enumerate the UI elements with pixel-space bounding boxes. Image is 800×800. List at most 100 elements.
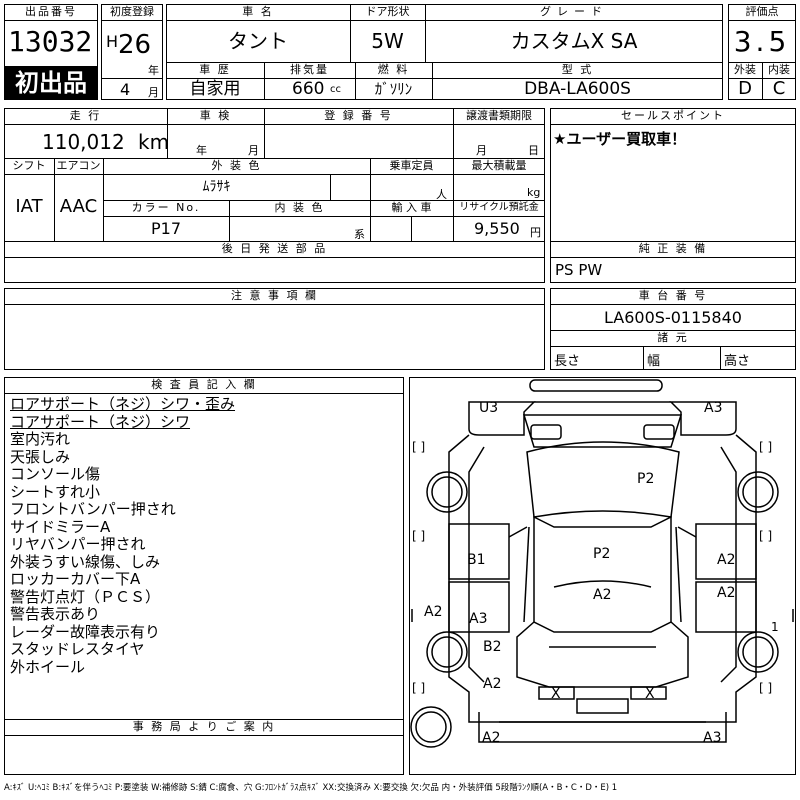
chassis-label: 車 台 番 号: [638, 289, 708, 302]
history-label: 車 歴: [199, 63, 231, 76]
model-code: DBA-LA600S: [524, 79, 631, 99]
first-listing-badge: 初出品: [4, 66, 98, 100]
chassis-number: LA600S-0115840: [604, 308, 742, 327]
load-unit: kg: [527, 186, 541, 199]
inspector-note: 天張しみ: [10, 447, 71, 466]
equipment: PS PW: [555, 261, 603, 279]
ac-label: エアコン: [56, 159, 101, 172]
inspection-year-unit: 年: [196, 144, 207, 157]
score: 3.5: [733, 25, 791, 58]
dimensions-label: 諸 元: [657, 331, 689, 344]
mark-b1: B1: [467, 552, 486, 568]
mark-a2-rmid: A2: [717, 585, 736, 601]
transfer-label: 譲渡書類期限: [466, 109, 532, 122]
reg-era: H: [106, 32, 119, 51]
vehicle-detail-box: [4, 108, 545, 283]
sales-point-box: [550, 108, 796, 283]
mark-bracket-right: [ ]: [759, 440, 773, 454]
import-label: 輸 入 車: [391, 201, 432, 214]
mark-bracket-bot-left: [ ]: [412, 681, 426, 695]
grade-label: グレード: [540, 5, 608, 18]
mark-u3: U3: [479, 400, 499, 416]
mark-b2: B2: [483, 639, 502, 655]
mileage: 110,012: [42, 130, 125, 154]
damage-diagram: U3 A3 P2 [ ] [ ] B1 P2 A2 [ ] [ ] A2 A2 …: [409, 377, 796, 775]
int-grade: C: [772, 78, 786, 99]
inspector-note: フロントバンパー押され: [10, 500, 176, 518]
inspector-notes: ロアサポート（ネジ）シワ・歪みコアサポート（ネジ）シワ室内汚れ天張しみコンソール…: [10, 396, 400, 716]
height-label: 高さ: [724, 354, 751, 369]
mark-one: 1: [771, 620, 779, 634]
history: 自家用: [189, 79, 241, 99]
mark-x-right: X: [645, 686, 655, 702]
color: ﾑﾗｻｷ: [202, 179, 231, 195]
reg-month: 4: [120, 80, 131, 99]
length-label: 長さ: [554, 354, 581, 369]
capacity-unit: 人: [436, 188, 447, 201]
mark-a2-bl: A2: [482, 730, 501, 746]
recycle-unit: 円: [530, 226, 541, 239]
interior-color-unit: 系: [354, 228, 365, 241]
inspector-box: [4, 377, 404, 775]
later-parts-label: 後 日 発 送 部 品: [221, 242, 328, 255]
mark-a3-top: A3: [704, 400, 723, 416]
inspector-note: コンソール傷: [10, 465, 101, 483]
sales-point: ★ユーザー買取車！: [553, 130, 687, 148]
displacement: 660: [292, 79, 325, 99]
caution-label: 注 意 事 項 欄: [231, 289, 318, 302]
inspector-note: 外装うすい線傷、しみ: [10, 552, 161, 571]
inspector-note: サイドミラーA: [10, 517, 111, 536]
shift-label: シフト: [12, 159, 46, 172]
reg-month-unit: 月: [148, 86, 159, 99]
score-label: 評価点: [745, 5, 779, 18]
width-label: 幅: [647, 354, 661, 369]
inspector-note: 警告表示あり: [10, 605, 101, 623]
mileage-unit: km: [138, 130, 170, 154]
mark-a2-left: A2: [424, 604, 443, 620]
plate-label: 登 録 番 号: [324, 109, 393, 122]
displacement-unit: cc: [330, 84, 341, 95]
transfer-month-unit: 月: [476, 144, 487, 157]
mark-bracket-mid-left: [ ]: [412, 529, 426, 543]
office-label: 事 務 局 よ り ご 案 内: [132, 720, 276, 733]
reg-label: 初度登録: [110, 5, 154, 18]
displacement-label: 排気量: [290, 63, 329, 76]
damage-legend: A:ｷｽﾞ U:ﾍｺﾐ B:ｷｽﾞを伴うﾍｺﾐ P:要塗装 W:補修跡 S:錆 …: [4, 783, 618, 793]
car-name: タント: [228, 29, 288, 53]
mark-p2-top: P2: [637, 471, 655, 487]
mark-a3-left: A3: [469, 611, 488, 627]
reg-year-unit: 年: [148, 64, 159, 77]
equipment-label: 純 正 装 備: [638, 242, 708, 255]
ext-grade-label: 外装: [734, 63, 756, 76]
car-name-label: 車 名: [242, 5, 274, 18]
mark-a2-rtop: A2: [717, 552, 736, 568]
mark-bracket-mid-right: [ ]: [759, 529, 773, 543]
shift: IAT: [15, 196, 43, 217]
ac: AAC: [59, 196, 98, 217]
chassis-box: [550, 288, 796, 370]
load-label: 最大積載量: [471, 159, 527, 172]
fuel-label: 燃 料: [377, 63, 410, 76]
inspector-note: リヤバンパー押され: [10, 535, 146, 553]
reg-year: 26: [118, 30, 152, 60]
grade: カスタムX SA: [510, 29, 638, 53]
inspector-note: スタッドレスタイヤ: [10, 640, 145, 658]
color-no: P17: [150, 219, 181, 238]
mark-a3-br: A3: [703, 730, 722, 746]
lot-number: 13032: [8, 25, 93, 58]
mark-bracket-left: [ ]: [412, 440, 426, 454]
recycle-label: リサイクル預託金: [459, 202, 539, 213]
mark-a2-mid: A2: [593, 587, 612, 603]
lot-label: 出品番号: [25, 5, 77, 18]
mark-a2-lbot: A2: [483, 676, 502, 692]
int-grade-label: 内装: [768, 63, 790, 76]
fuel: ｶﾞｿﾘﾝ: [374, 80, 413, 98]
inspector-note: コアサポート（ネジ）シワ: [10, 412, 191, 431]
inspection-month-unit: 月: [248, 144, 259, 157]
interior-color-label: 内 装 色: [274, 201, 325, 214]
transfer-day-unit: 日: [528, 144, 539, 157]
inspector-note: シートすれ小: [10, 482, 101, 501]
inspector-note: レーダー故障表示有り: [10, 622, 161, 641]
door-type: 5W: [371, 29, 404, 53]
inspection-label: 車 検: [199, 109, 232, 122]
